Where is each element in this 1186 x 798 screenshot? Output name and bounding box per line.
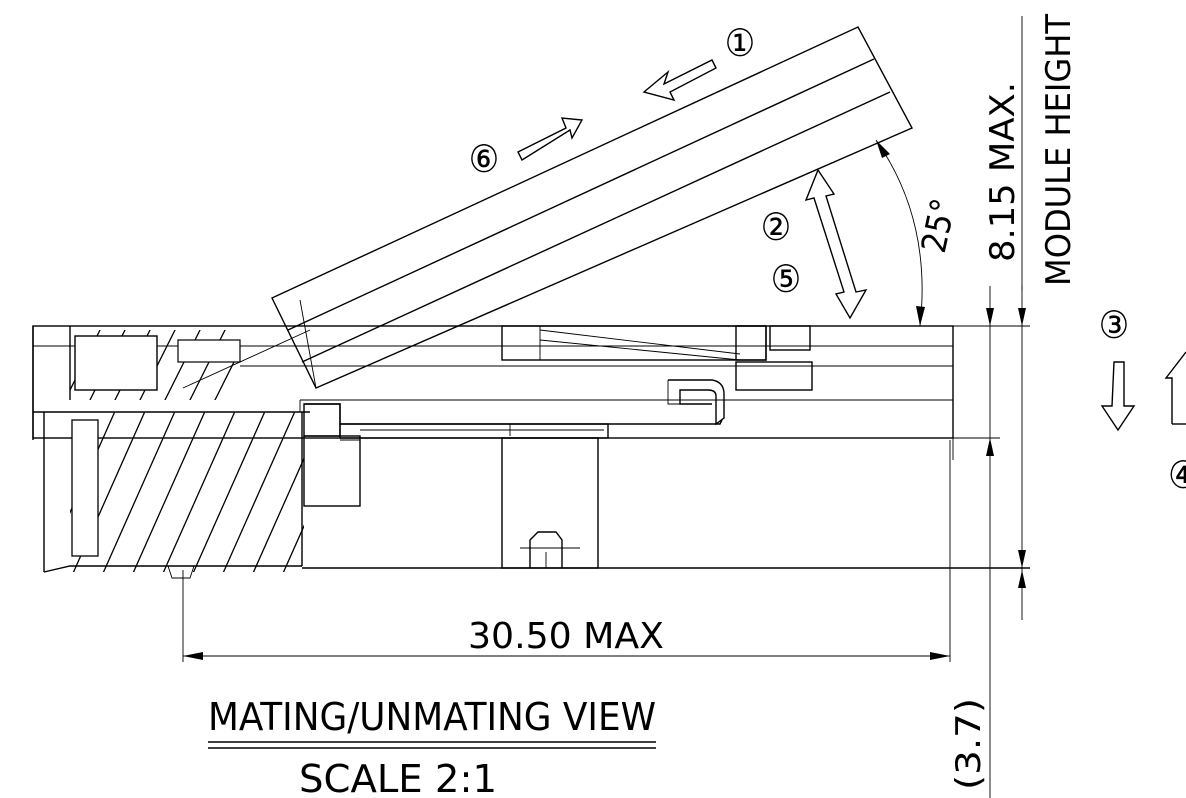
offset-dimension-label: (3.7) [949, 698, 989, 790]
step-6-arrow [517, 117, 584, 162]
view-title: MATING/UNMATING VIEW SCALE 2:1 [208, 695, 656, 798]
height-dimension: 8.15 MAX. MODULE HEIGHT (3.7) [949, 14, 1079, 798]
tilted-module [182, 26, 913, 389]
step-4-label: ④ [1168, 453, 1186, 497]
step-4-arrow [1164, 351, 1186, 424]
connector-body [32, 325, 1030, 579]
step-1-arrow [642, 59, 717, 102]
step-3-arrow [1100, 361, 1136, 432]
length-dimension: 30.50 MAX [182, 440, 951, 662]
module-height-value: 8.15 MAX. [983, 82, 1023, 262]
step-2-5-arrow [804, 168, 868, 320]
step-5-label: ⑤ [771, 257, 802, 301]
step-3-label: ③ [1099, 303, 1130, 347]
module-height-label: MODULE HEIGHT [1039, 14, 1079, 286]
length-dimension-label: 30.50 MAX [468, 616, 664, 657]
view-title-text: MATING/UNMATING VIEW [208, 695, 656, 739]
step-2-label: ② [761, 205, 792, 249]
angle-dimension: 25° [875, 139, 964, 327]
step-callouts: ① ⑥ ② ⑤ ③ ④ [469, 21, 1186, 497]
step-6-label: ⑥ [469, 137, 500, 181]
step-1-label: ① [725, 21, 756, 65]
scale-text: SCALE 2:1 [299, 757, 497, 798]
angle-label: 25° [914, 195, 964, 256]
